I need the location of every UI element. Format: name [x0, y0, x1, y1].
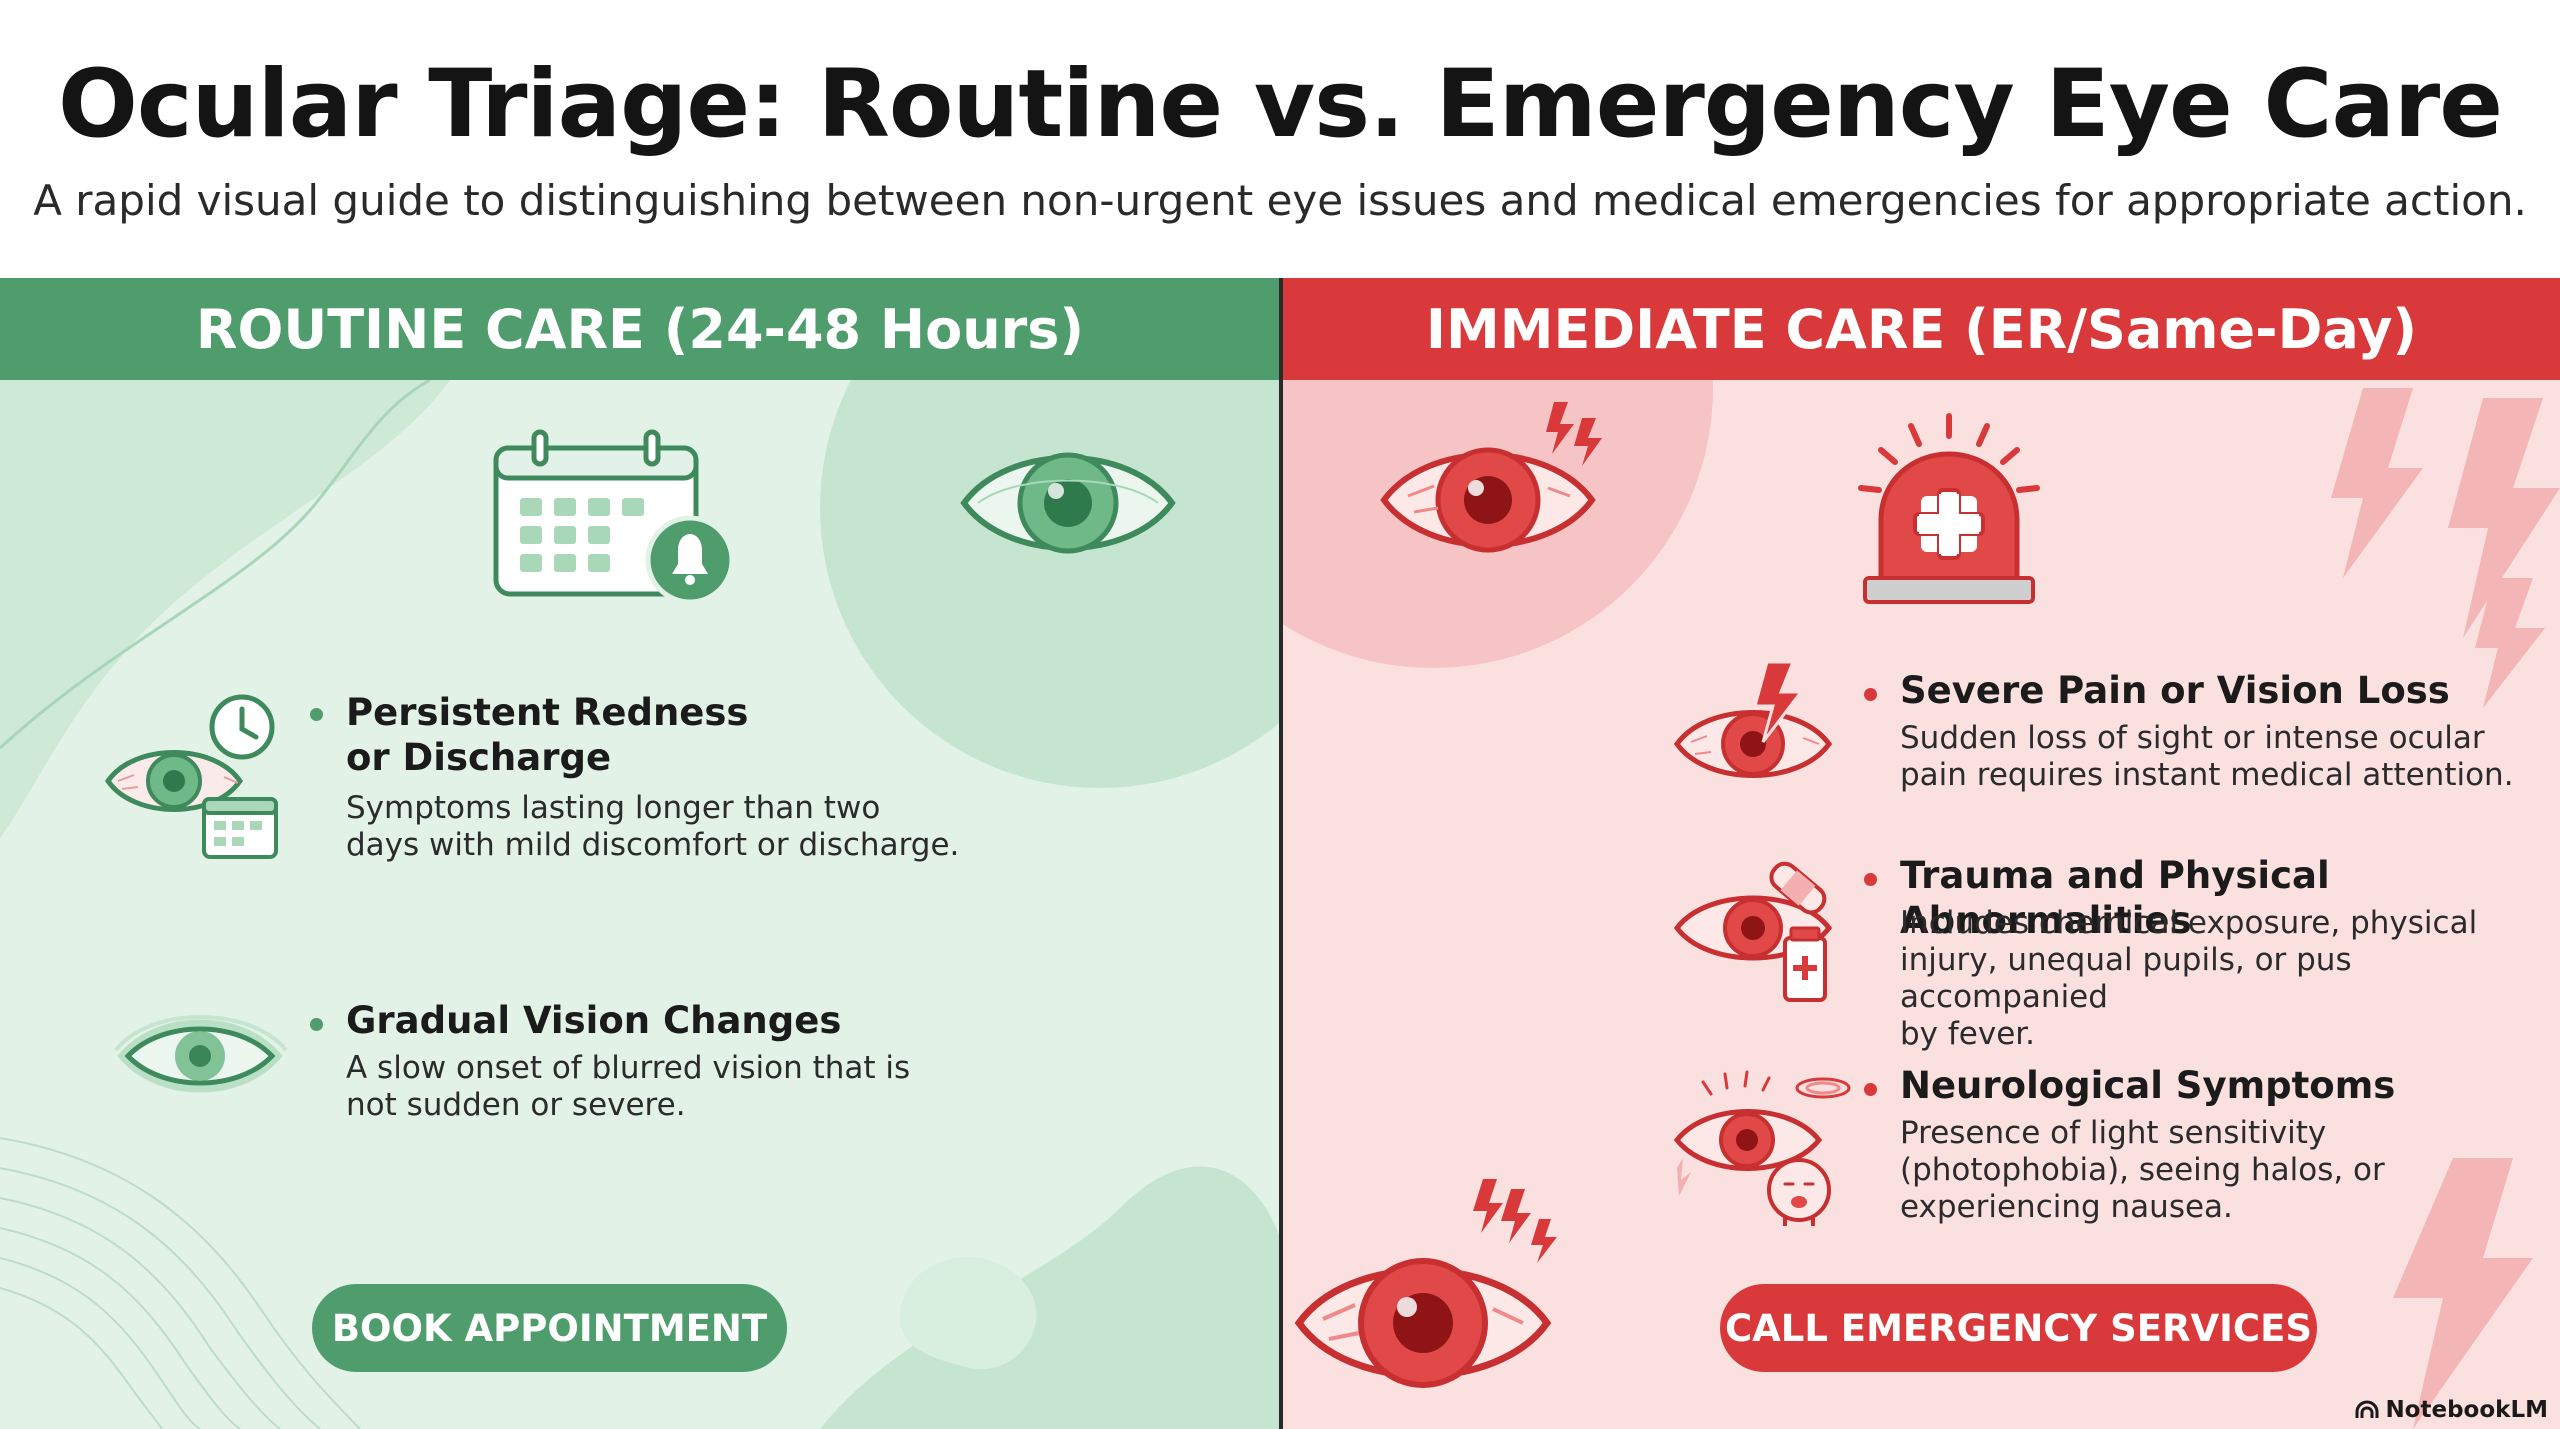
call-emergency-services-button[interactable]: CALL EMERGENCY SERVICES — [1720, 1284, 2317, 1372]
item-description-line: Symptoms lasting longer than two — [346, 790, 881, 826]
brand-label: NotebookLM — [2385, 1397, 2548, 1423]
item-description-line: not sudden or severe. — [346, 1087, 686, 1123]
siren-icon — [1858, 413, 2040, 604]
item-description-line: Includes chemical exposure, physical — [1900, 905, 2478, 941]
blurred-eye-icon — [114, 1015, 288, 1093]
immediate-care-heading: IMMEDIATE CARE (ER/Same-Day) — [1425, 297, 2418, 361]
item-description-line: Sudden loss of sight or intense ocular — [1900, 720, 2485, 756]
item-title: Neurological Symptoms — [1900, 1064, 2396, 1107]
item-description: Includes chemical exposure, physical inj… — [1900, 905, 2560, 1053]
eye-icon — [960, 452, 1176, 554]
item-description: Symptoms lasting longer than two days wi… — [346, 790, 959, 864]
notebooklm-icon — [2355, 1400, 2379, 1418]
item-description-line: Presence of light sensitivity — [1900, 1115, 2327, 1151]
header: Ocular Triage: Routine vs. Emergency Eye… — [0, 0, 2560, 278]
eye-lightning-icon — [1673, 660, 1833, 778]
item-description-line: experiencing nausea. — [1900, 1189, 2233, 1225]
green-background-shapes — [0, 278, 1280, 1429]
item-title: Persistent Redness or Discharge — [346, 690, 748, 780]
item-description: A slow onset of blurred vision that is n… — [346, 1050, 910, 1124]
item-description-line: (photophobia), seeing halos, or — [1900, 1152, 2385, 1188]
notebooklm-brand: NotebookLM — [2355, 1397, 2548, 1423]
book-appointment-button[interactable]: BOOK APPOINTMENT — [312, 1284, 787, 1372]
item-title: Trauma and Physical Abnormalities — [1900, 854, 2330, 942]
item-title: Gradual Vision Changes — [346, 999, 842, 1042]
item-description-line: A slow onset of blurred vision that is — [346, 1050, 911, 1086]
bullet-dot — [310, 1018, 323, 1031]
item-description: Presence of light sensitivity (photophob… — [1900, 1115, 2385, 1226]
item-title-line: Persistent Redness — [346, 691, 749, 734]
bullet-dot — [310, 708, 323, 721]
item-description-line: injury, unequal pupils, or pus accompani… — [1900, 942, 2352, 1015]
routine-care-panel: ROUTINE CARE (24-48 Hours) — [0, 278, 1280, 1429]
item-description-line: by fever. — [1900, 1016, 2036, 1052]
routine-care-heading: ROUTINE CARE (24-48 Hours) — [195, 297, 1085, 361]
eye-bandage-medicine-icon — [1673, 861, 1833, 1002]
item-title: Severe Pain or Vision Loss — [1900, 669, 2450, 712]
bullet-dot — [1864, 688, 1877, 701]
immediate-care-header: IMMEDIATE CARE (ER/Same-Day) — [1283, 278, 2560, 380]
page-subtitle: A rapid visual guide to distinguishing b… — [33, 176, 2527, 225]
item-description-line: days with mild discomfort or discharge. — [346, 827, 960, 863]
page-title: Ocular Triage: Routine vs. Emergency Eye… — [58, 50, 2503, 159]
red-eye-icon — [1380, 402, 1602, 553]
red-eye-icon — [1294, 1179, 1557, 1388]
bullet-dot — [1864, 873, 1877, 886]
bullet-dot — [1864, 1083, 1877, 1096]
eye-clock-calendar-icon — [104, 694, 278, 859]
panel-divider — [1279, 278, 1284, 1429]
routine-care-header: ROUTINE CARE (24-48 Hours) — [0, 278, 1280, 380]
item-description-line: pain requires instant medical attention. — [1900, 757, 2514, 793]
immediate-care-panel: IMMEDIATE CARE (ER/Same-Day) Severe — [1283, 278, 2560, 1429]
calendar-bell-icon — [493, 429, 735, 605]
eye-halo-nausea-icon — [1673, 1070, 1851, 1226]
item-title-line: or Discharge — [346, 736, 612, 779]
item-description: Sudden loss of sight or intense ocular p… — [1900, 720, 2514, 794]
